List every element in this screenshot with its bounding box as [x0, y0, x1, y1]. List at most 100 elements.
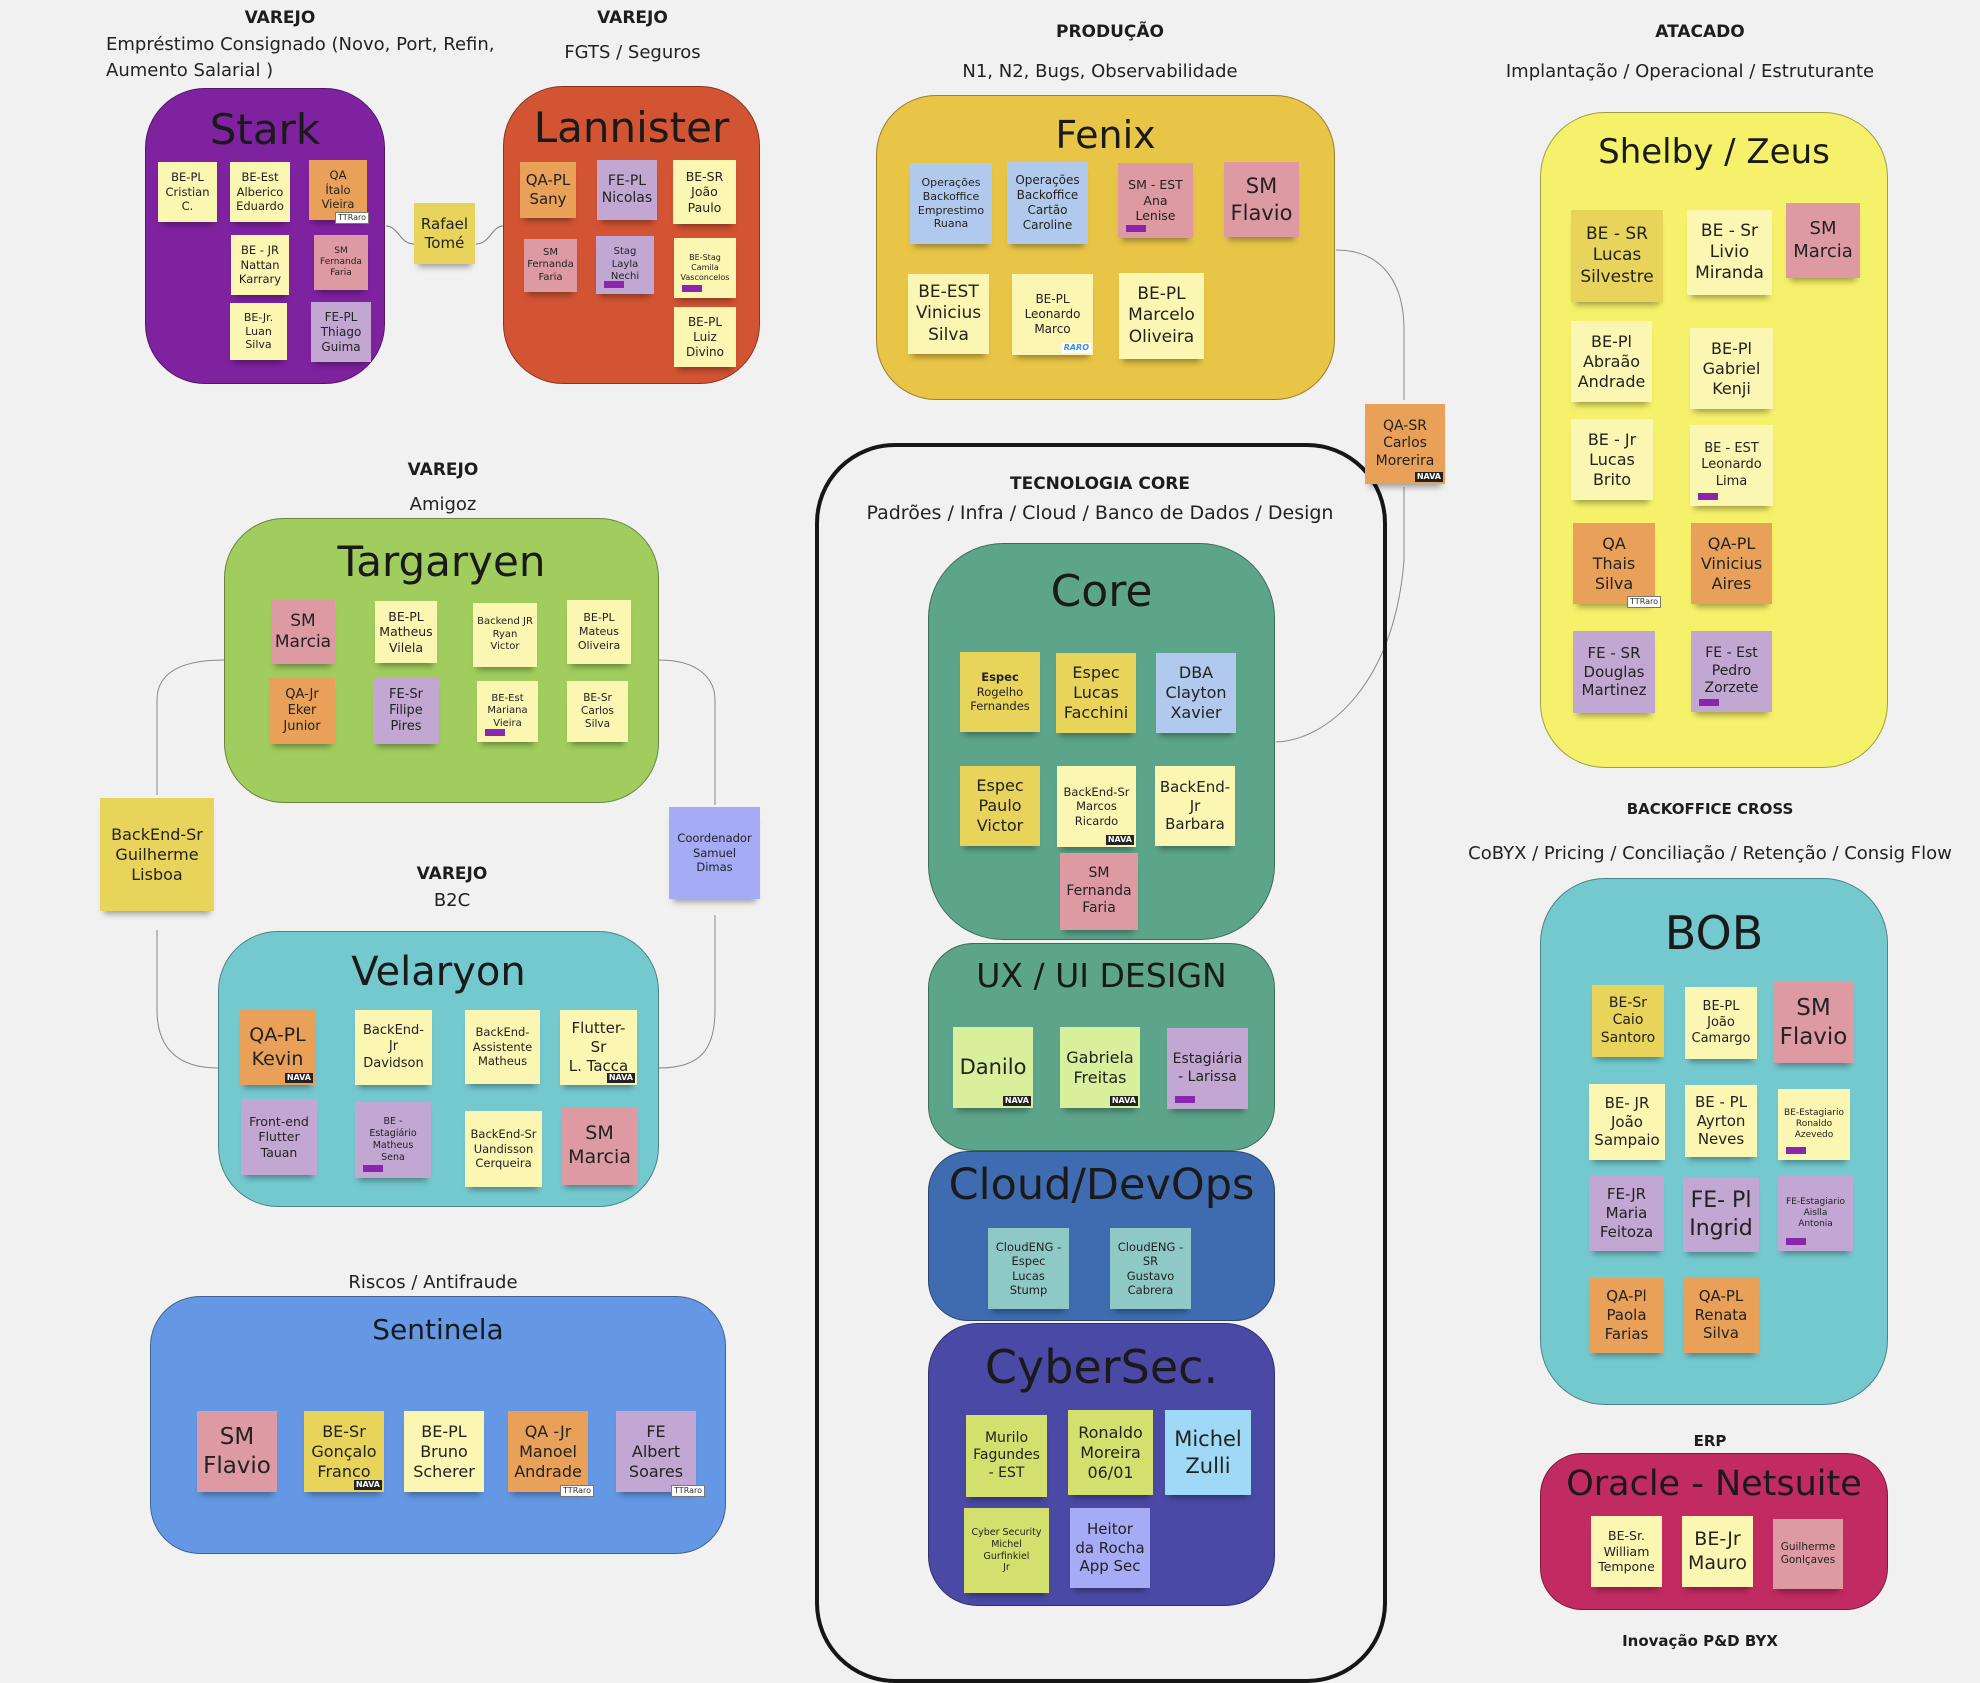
- sticky-note[interactable]: SM Fernanda Faria: [524, 239, 577, 292]
- sticky-note[interactable]: BE - JR Nattan Karrary: [231, 235, 289, 295]
- squad-cybersec-title: CyberSec.: [984, 1340, 1219, 1394]
- note-text: BE - Estagiário Matheus Sena: [369, 1116, 417, 1163]
- sticky-note[interactable]: BackEnd-Sr Uandisson Cerqueira: [465, 1111, 542, 1187]
- sticky-note[interactable]: BE-EST Vinicius Silva: [908, 274, 989, 354]
- squad-cloud-devops[interactable]: Cloud/DevOps: [928, 1151, 1275, 1321]
- sticky-note[interactable]: BE-Estagiario Ronaldo Azevedo: [1778, 1089, 1850, 1160]
- sticky-note[interactable]: BE-Est Alberico Eduardo: [230, 162, 290, 222]
- squad-oracle-title: Oracle - Netsuite: [1566, 1464, 1862, 1504]
- sticky-note[interactable]: Operações Backoffice Cartão Caroline: [1007, 162, 1088, 244]
- sticky-note[interactable]: BE-Est Mariana Vieira: [477, 681, 538, 742]
- sticky-note[interactable]: FE-PL Nicolas: [597, 160, 657, 220]
- sticky-note[interactable]: Operações Backoffice Emprestimo Ruana: [910, 163, 992, 244]
- sticky-note[interactable]: BE-PL Mateus Oliveira: [567, 600, 631, 664]
- sticky-note[interactable]: DBA Clayton Xavier: [1156, 653, 1236, 733]
- sticky-note[interactable]: BE-Jr. Luan Silva: [230, 303, 287, 360]
- note-text: SM - EST Ana Lenise: [1128, 177, 1183, 224]
- sticky-note[interactable]: BE-PL Matheus Vilela: [375, 601, 437, 663]
- sticky-note[interactable]: Espec Paulo Victor: [960, 766, 1040, 846]
- sticky-note[interactable]: BackEnd- Assistente Matheus: [465, 1010, 540, 1084]
- sticky-note[interactable]: BE-Jr Mauro: [1682, 1516, 1753, 1587]
- sticky-note[interactable]: BE - Sr Livio Miranda: [1687, 210, 1772, 295]
- sticky-note[interactable]: FE-PL Thiago Guima: [311, 302, 371, 362]
- sticky-note[interactable]: BackEnd- Jr Davidson: [355, 1010, 432, 1085]
- sticky-note[interactable]: QA-PL Sany: [520, 162, 576, 218]
- sticky-note-rafael[interactable]: Rafael Tomé: [414, 203, 475, 264]
- sticky-note[interactable]: BE-PL João Camargo: [1685, 987, 1757, 1059]
- sticky-note[interactable]: CloudENG - SR Gustavo Cabrera: [1110, 1228, 1191, 1309]
- sticky-note[interactable]: Backend JR Ryan Victor: [473, 603, 537, 667]
- sticky-note[interactable]: Front-end Flutter Tauan: [241, 1099, 317, 1175]
- sticky-note[interactable]: BE-PL Cristian C.: [158, 162, 217, 222]
- sticky-note[interactable]: BackEnd- Jr Barbara: [1155, 766, 1235, 846]
- sticky-note[interactable]: BE - Estagiário Matheus Sena: [355, 1102, 431, 1178]
- sticky-note[interactable]: Stag Layla Nechi: [596, 236, 654, 294]
- sticky-note[interactable]: FE- Pl Ingrid: [1683, 1177, 1759, 1252]
- sticky-note[interactable]: FE - Est Pedro Zorzete: [1691, 631, 1772, 712]
- sticky-note[interactable]: BE-Pl Abraão Andrade: [1571, 321, 1652, 402]
- sticky-note[interactable]: Murilo Fagundes - EST: [966, 1415, 1047, 1497]
- sticky-note[interactable]: Cyber Security Michel Gurfinkiel Jr: [964, 1508, 1049, 1593]
- sticky-note[interactable]: BE - Jr Lucas Brito: [1571, 419, 1653, 500]
- sticky-note[interactable]: QA-PL Vinicius Aires: [1691, 523, 1772, 604]
- sticky-note[interactable]: SM Marcia: [271, 600, 335, 664]
- sticky-note[interactable]: BE-PL Bruno Scherer: [404, 1411, 484, 1492]
- sticky-note-samuel[interactable]: Coordenador Samuel Dimas: [669, 807, 760, 899]
- sticky-note[interactable]: QA-PL Renata Silva: [1683, 1277, 1759, 1353]
- sticky-note[interactable]: SM Flavio: [1224, 162, 1299, 237]
- sticky-note[interactable]: BE-Stag Camila Vasconcelos: [674, 238, 736, 298]
- sticky-note[interactable]: SM Marcia: [1786, 203, 1860, 278]
- sticky-note[interactable]: BE-Sr Carlos Silva: [567, 681, 628, 742]
- sticky-note[interactable]: SM - EST Ana Lenise: [1118, 163, 1193, 238]
- sticky-note[interactable]: BE-Sr. William Tempone: [1591, 1516, 1662, 1587]
- sticky-note[interactable]: Estagiária - Larissa: [1167, 1028, 1248, 1109]
- sticky-note[interactable]: Espec Lucas Facchini: [1056, 653, 1136, 733]
- sticky-note[interactable]: FE-Estagiario Aislla Antonia: [1778, 1176, 1853, 1251]
- sticky-note[interactable]: FE - SR Douglas Martinez: [1573, 631, 1655, 713]
- sticky-note[interactable]: SM Flavio: [1773, 982, 1854, 1063]
- sticky-note[interactable]: BE-Pl Gabriel Kenji: [1690, 328, 1773, 409]
- squad-stark-title: Stark: [209, 105, 321, 154]
- sticky-note[interactable]: Ronaldo Moreira 06/01: [1068, 1410, 1153, 1495]
- sticky-note[interactable]: FE-JR Maria Feitoza: [1589, 1176, 1664, 1251]
- squad-fenix[interactable]: Fenix: [876, 95, 1335, 400]
- sticky-note[interactable]: FE-Sr Filipe Pires: [373, 678, 439, 744]
- sticky-note[interactable]: BE - EST Leonardo Lima: [1690, 425, 1773, 506]
- velaryon-section-title: VAREJO: [416, 864, 488, 884]
- sticky-note[interactable]: SM Fernanda Faria: [314, 235, 368, 290]
- note-text: BE-PL Leonardo Marco: [1024, 292, 1081, 336]
- sticky-note[interactable]: SM Fernanda Faria: [1060, 853, 1138, 930]
- sticky-note[interactable]: CloudENG - Espec Lucas Stump: [988, 1228, 1069, 1309]
- sticky-note[interactable]: QA-Jr Eker Junior: [269, 678, 335, 744]
- connector-guilherme-targaryen: [156, 659, 225, 795]
- sticky-note[interactable]: Heitor da Rocha App Sec: [1070, 1508, 1150, 1588]
- sticky-note[interactable]: BE - PL Ayrton Neves: [1685, 1085, 1757, 1157]
- sticky-note[interactable]: BE-Sr Caio Santoro: [1592, 985, 1664, 1057]
- sticky-note[interactable]: BE-PL Marcelo Oliveira: [1119, 273, 1204, 359]
- sticky-note[interactable]: SM Marcia: [561, 1107, 638, 1185]
- sticky-note[interactable]: BE-PL Luiz Divino: [674, 307, 736, 367]
- sticky-note[interactable]: BE-SR João Paulo: [673, 160, 736, 224]
- connector-rafael-stark: [385, 225, 415, 245]
- sticky-note-guilherme[interactable]: BackEnd-Sr Guilherme Lisboa: [100, 798, 214, 911]
- sticky-note[interactable]: Michel Zulli: [1165, 1410, 1251, 1495]
- sticky-note[interactable]: BE- JR João Sampaio: [1589, 1084, 1665, 1160]
- sticky-note[interactable]: Guilherme Gonlçaves: [1773, 1519, 1843, 1589]
- sticky-note[interactable]: SM Flavio: [197, 1411, 277, 1492]
- sticky-note[interactable]: BE - SR Lucas Silvestre: [1571, 210, 1663, 302]
- sticky-note[interactable]: QA-Pl Paola Farias: [1589, 1278, 1664, 1353]
- note-text: BE - EST Leonardo Lima: [1701, 441, 1762, 489]
